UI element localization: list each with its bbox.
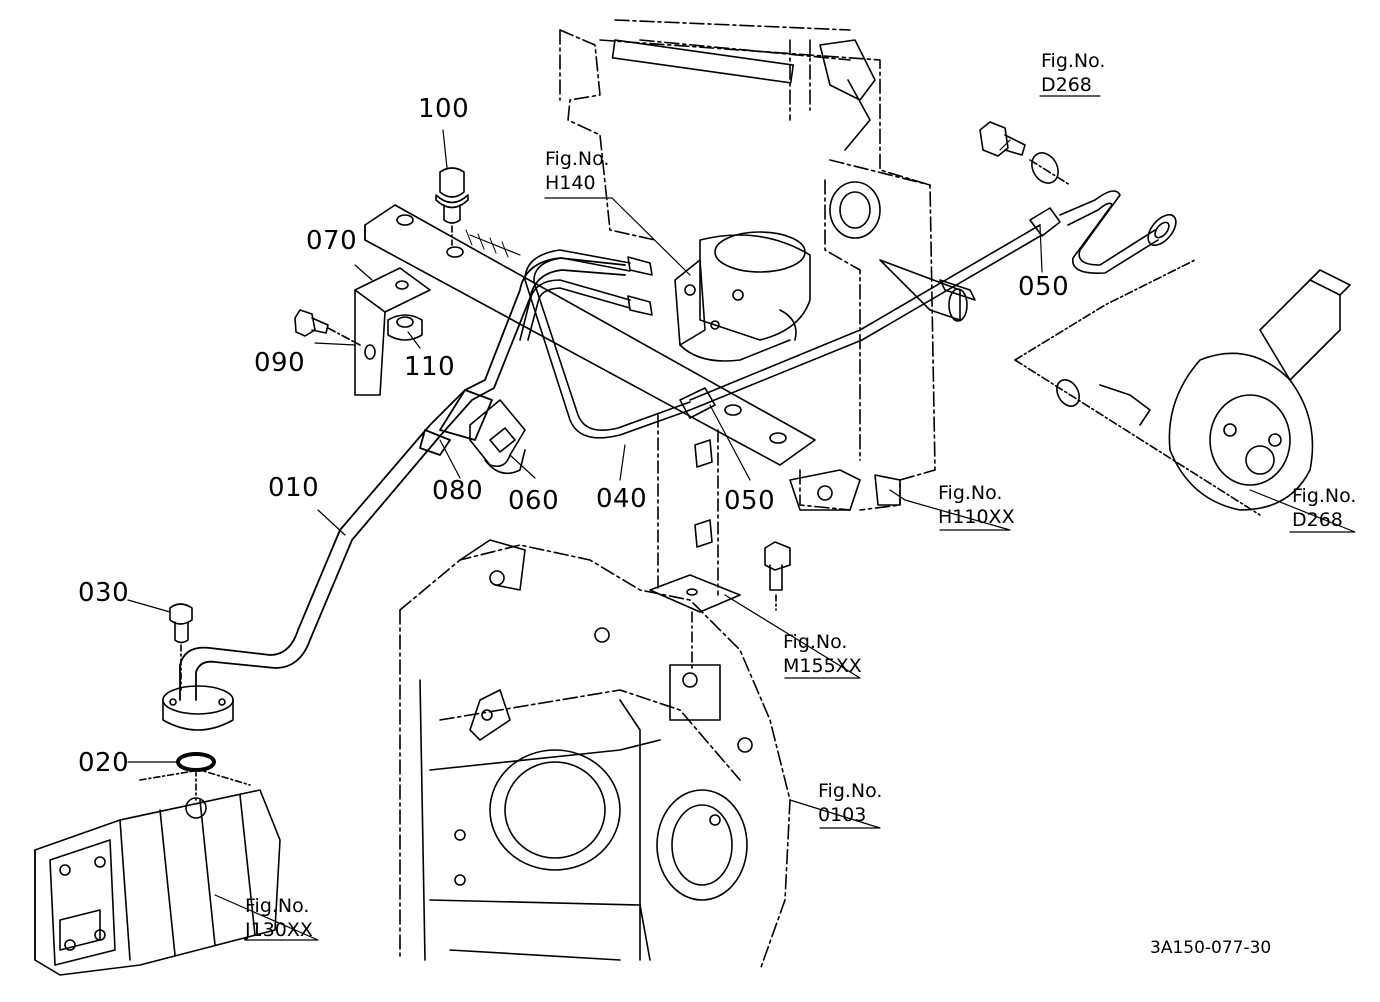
figref-h110xx-prefix: Fig.No. [938,482,1003,504]
banjo-bolt-right [979,121,1071,186]
part-label-090: 090 [254,348,306,378]
part-label-030: 030 [78,578,130,608]
figref-d268-top-number: D268 [1041,73,1092,96]
figref-0103: Fig.No. 0103 [818,780,882,828]
drawing-code: 3A150-077-30 [1150,938,1272,958]
figref-d268-right: Fig.No. D268 [1292,485,1356,533]
pipe-050 [679,190,1177,419]
pipe-040 [519,249,691,439]
mounting-bar [364,204,816,466]
part-label-020: 020 [78,748,130,778]
figref-h140: Fig.No. H140 [545,148,609,196]
bolt-100 [435,167,469,246]
injection-pump [674,231,811,362]
o-ring-020 [176,752,216,801]
figref-h110xx: Fig.No. H110XX [938,482,1015,530]
bracket-070 [354,267,431,396]
hydraulic-pump [34,769,281,976]
part-label-080: 080 [432,476,484,506]
part-label-050-center: 050 [724,486,776,516]
figref-j130xx: Fig.No. J130XX [245,895,313,943]
part-label-110: 110 [404,352,456,382]
figref-d268-right-prefix: Fig.No. [1292,485,1357,507]
figref-d268-right-number: D268 [1292,508,1343,531]
part-label-010: 010 [268,473,320,503]
gear-case [399,544,791,971]
part-label-100: 100 [418,94,470,124]
leader-lines [127,95,1356,941]
figref-d268-top: Fig.No. D268 [1041,50,1105,98]
part-label-040: 040 [596,484,648,514]
figref-m155xx-prefix: Fig.No. [783,631,848,653]
bolt-030 [169,603,193,691]
pipe-010 [179,257,626,701]
clamp-060 [469,399,526,475]
engine-block-solid [611,39,968,511]
figref-0103-number: 0103 [818,803,867,826]
figref-m155xx-number: M155XX [783,654,862,677]
figref-h140-number: H140 [545,171,596,194]
mount-bracket [649,414,791,671]
part-label-070: 070 [306,226,358,256]
figref-d268-top-prefix: Fig.No. [1041,50,1106,72]
part-label-060: 060 [508,486,560,516]
flange [162,685,234,731]
figref-m155xx: Fig.No. M155XX [783,631,862,679]
figref-h110xx-number: H110XX [938,505,1015,528]
injector-assembly [1014,259,1351,516]
gear-case-solid [419,539,753,961]
bolt-090 [294,309,361,346]
figref-0103-prefix: Fig.No. [818,780,883,802]
nut-110 [387,314,423,341]
part-label-050-right: 050 [1018,272,1070,302]
figref-j130xx-number: J130XX [245,918,313,941]
figref-j130xx-prefix: Fig.No. [245,895,310,917]
figref-h140-prefix: Fig.No. [545,148,610,170]
